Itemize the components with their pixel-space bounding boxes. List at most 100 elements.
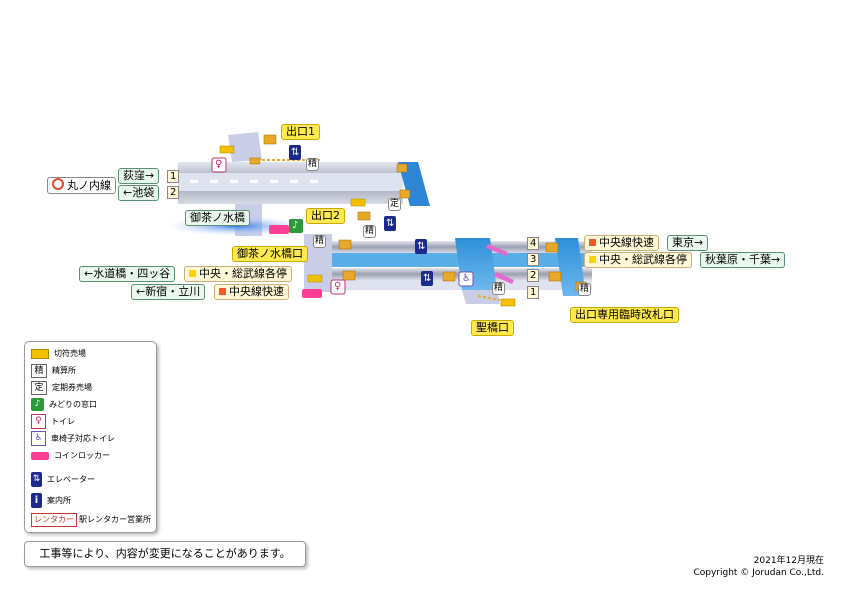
marunouchi-east-platform: [398, 162, 430, 206]
jr-track4-line-name: 中央線快速: [599, 236, 654, 249]
fare-adjustment-marker: 精: [492, 282, 506, 295]
marunouchi-track1-destination[interactable]: 荻窪→: [118, 168, 160, 184]
midori-window-icon: ♪: [31, 398, 44, 411]
elevator-glyph: ⇅: [291, 147, 300, 158]
jr-track3-line[interactable]: 中央・総武線各停: [584, 252, 692, 268]
jr-track1-destination[interactable]: ←新宿・立川: [131, 284, 206, 300]
ochanomizubashi-exit-label[interactable]: 御茶ノ水橋口: [232, 246, 308, 262]
legend-label: 車椅子対応トイレ: [51, 434, 115, 443]
marunouchi-line-name: 丸ノ内線: [67, 179, 111, 192]
fare-adjustment-marker: 精: [578, 283, 592, 296]
jr-track4-line[interactable]: 中央線快速: [584, 235, 659, 251]
jr-track3-line-name: 中央・総武線各停: [599, 253, 687, 266]
legend-item: 切符売場: [31, 346, 86, 362]
jr-track2-line-name: 中央・総武線各停: [199, 267, 287, 280]
legend-item: i 案内所: [31, 493, 71, 509]
legend-label: 精算所: [52, 366, 76, 375]
ticket-machine-icon: [500, 298, 516, 307]
escalator-icon: [486, 244, 508, 256]
ticket-machine-icon: [350, 198, 366, 207]
legend-item: ⇅ エレベーター: [31, 472, 95, 488]
elevator-glyph: ⇅: [386, 218, 395, 229]
stairs-icon: [249, 157, 261, 165]
ticket-machines: [219, 145, 516, 307]
jr-track2-line[interactable]: 中央・総武線各停: [184, 266, 292, 282]
commuter-pass-icon: 定: [31, 380, 47, 395]
hijiribashi-passage: [477, 295, 501, 301]
toilet-icon: [330, 279, 346, 295]
legend-item: 定定期券売場: [31, 380, 92, 396]
legend-item: 精精算所: [31, 363, 76, 379]
copyright: Copyright © Jorudan Co.,Ltd.: [693, 568, 824, 578]
legend-label: 駅レンタカー営業所: [79, 515, 151, 524]
stairs-icon: [396, 163, 408, 173]
jr-platform-north: [305, 253, 592, 267]
stairs-icon: [399, 189, 411, 199]
stairs-icon: [545, 242, 559, 253]
fare-adjustment-icon: 精: [31, 363, 47, 378]
escalator-icon: [494, 272, 514, 284]
elevator-icon: [289, 145, 301, 160]
coin-locker-icon: [31, 451, 49, 460]
ticket-machine-icon: [307, 274, 323, 283]
elevator-glyph: ⇅: [417, 241, 426, 252]
special-exit-label[interactable]: 出口専用臨時改札口: [570, 307, 679, 323]
stairs-icon: [357, 211, 371, 221]
jr-platform-south: [305, 280, 592, 290]
elevator-icon: ⇅: [31, 472, 42, 487]
jr-track1-line-name: 中央線快速: [229, 285, 284, 298]
legend-label: エレベーター: [47, 475, 95, 484]
chuo-sobu-local-badge: [589, 256, 596, 263]
coin-locker-icon: [302, 289, 322, 298]
ochanomizubashi-station-label: 御茶ノ水橋: [185, 210, 250, 226]
midori-glyph: ♪: [292, 220, 299, 231]
change-notice: 工事等により、内容が変更になることがあります。: [24, 541, 306, 567]
chuo-rapid-badge: [589, 239, 596, 246]
legend-item: レンタカー駅レンタカー営業所: [31, 512, 151, 528]
legend-item: ♀トイレ: [31, 414, 75, 430]
information-icon: i: [31, 493, 42, 508]
stairs-icon: [338, 239, 352, 250]
commuter-pass-marker: 定: [388, 198, 402, 211]
accessible-toilet-icon: ♿: [31, 431, 46, 446]
facility-icons: [211, 145, 474, 298]
hijiribashi-concourse: [462, 290, 500, 304]
fare-adjustment-marker: 精: [363, 225, 377, 238]
escalators: [486, 244, 514, 284]
coin-locker-icon: [269, 225, 289, 234]
marunouchi-line-icon: [52, 178, 64, 190]
marunouchi-track2-number: 2: [167, 186, 180, 199]
jr-track1-line[interactable]: 中央線快速: [214, 284, 289, 300]
jr-track2-number: 2: [527, 269, 540, 282]
legend-label: 案内所: [47, 496, 71, 505]
elevator-icon: [415, 239, 427, 254]
marunouchi-track2-destination[interactable]: ←池袋: [118, 185, 160, 201]
midori-window-icon: [289, 219, 303, 233]
marunouchi-line-label[interactable]: 丸ノ内線: [47, 177, 116, 194]
exit2-label[interactable]: 出口2: [306, 208, 345, 224]
stairs-icon: [342, 270, 356, 281]
jr-track3-destination[interactable]: 秋葉原・千葉→: [700, 252, 786, 268]
marunouchi-track1-number: 1: [167, 170, 180, 183]
toilet-glyph: ♀: [215, 159, 223, 170]
jr-track1-number: 1: [527, 286, 540, 299]
legend-item: ♪みどりの窓口: [31, 397, 97, 413]
ticket-machine-icon: [31, 348, 49, 359]
toilet-icon: ♀: [31, 414, 46, 429]
jr-track4-destination[interactable]: 東京→: [667, 235, 709, 251]
hijiribashi-exit-label[interactable]: 聖橋口: [471, 320, 514, 336]
fare-adjustment-marker: 精: [306, 158, 320, 171]
legend-label: 定期券売場: [52, 383, 92, 392]
ticket-machine-icon: [219, 145, 235, 154]
toilet-glyph: ♀: [334, 281, 342, 292]
as-of-date: 2021年12月現在: [753, 556, 824, 566]
fare-adjustment-marker: 精: [313, 235, 327, 248]
stairs-icon: [263, 134, 277, 145]
elevator-icon: [421, 271, 433, 286]
jr-track2-destination[interactable]: ←水道橋・四ッ谷: [79, 266, 176, 282]
chuo-rapid-badge: [219, 288, 226, 295]
legend-item: コインロッカー: [31, 448, 110, 464]
exit1-label[interactable]: 出口1: [281, 124, 320, 140]
jr-track3-number: 3: [527, 253, 540, 266]
